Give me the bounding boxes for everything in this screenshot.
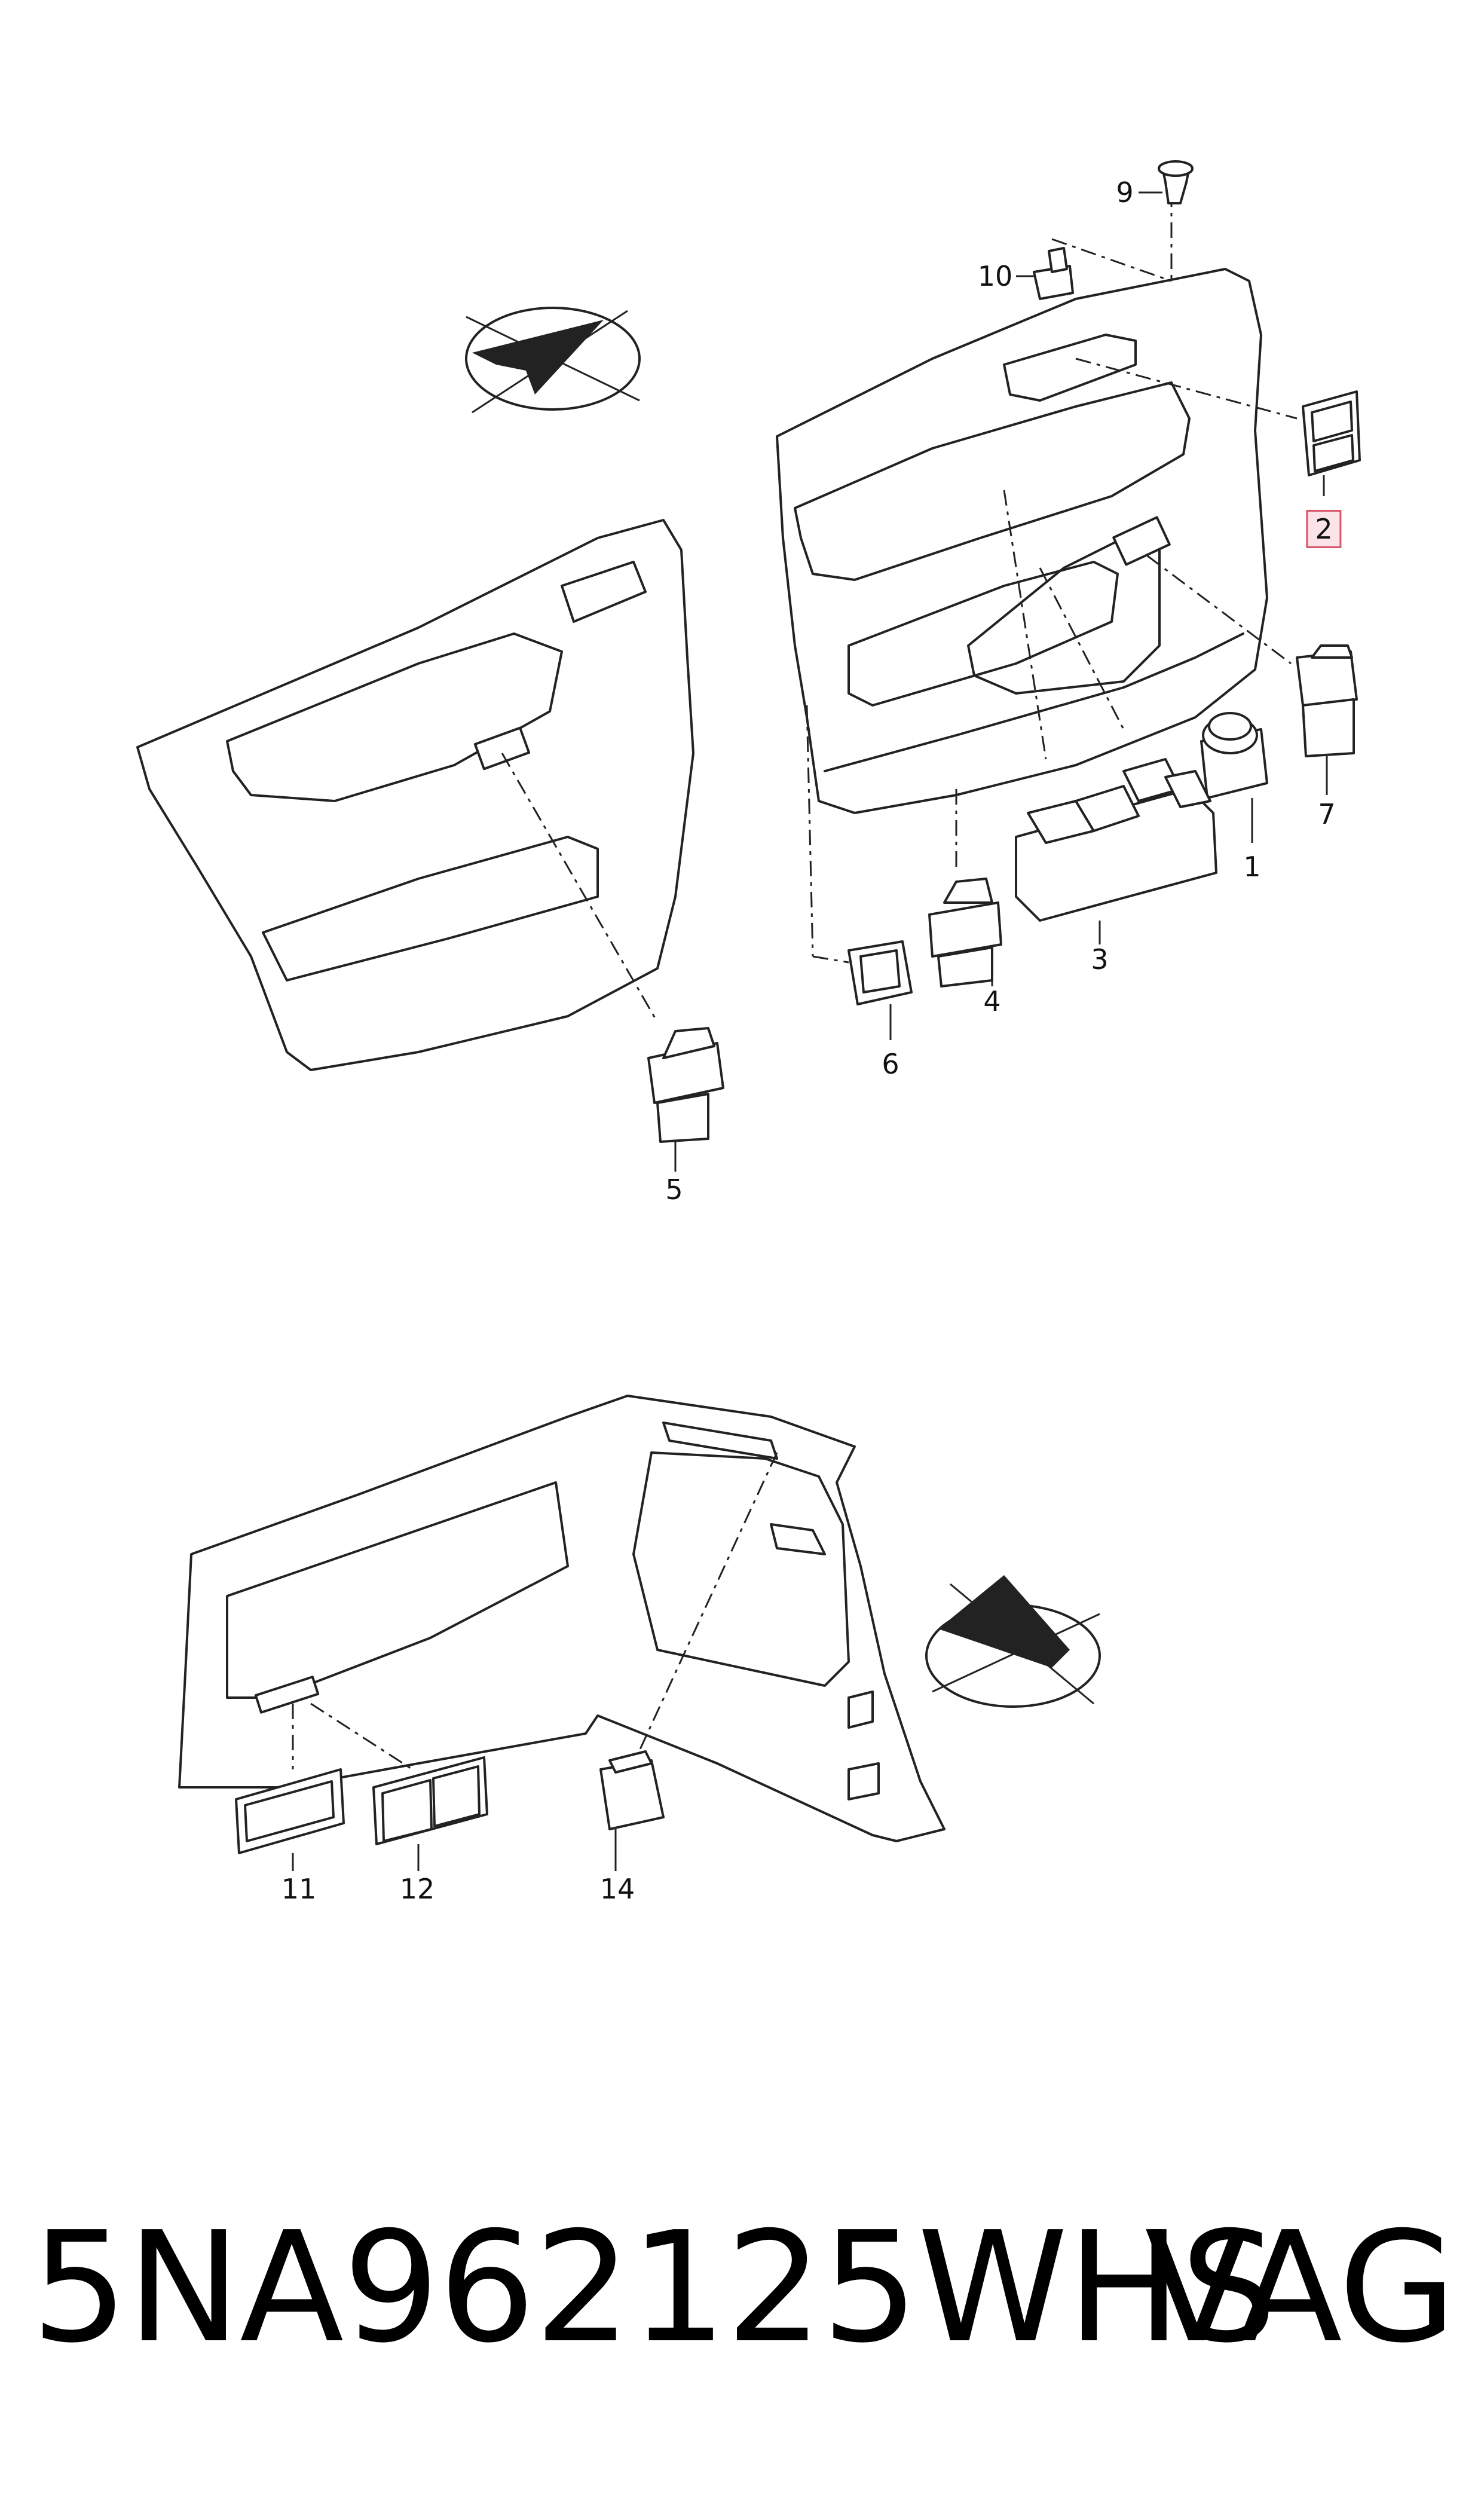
- footer: 5NA962125WHS VAG: [0, 2176, 1484, 2427]
- part-10-retainer: [1016, 247, 1074, 300]
- part-2-switch: [1302, 390, 1361, 496]
- part-3-switch-block: [1015, 758, 1217, 944]
- front-door-panel: [776, 268, 1268, 814]
- callout-10: 10: [977, 260, 1013, 292]
- callout-9: 9: [1116, 176, 1134, 209]
- part-1-mirror-switch: [1200, 712, 1268, 843]
- part-14-connector: [599, 1750, 665, 1871]
- callout-7: 7: [1318, 798, 1336, 830]
- callout-2-highlighted: 2: [1306, 510, 1342, 548]
- part-6-switch: [847, 940, 913, 1040]
- brand-name: VAG: [1145, 2199, 1457, 2377]
- callout-11: 11: [281, 1873, 317, 1905]
- parts-diagram: 1 2 3 4 5 6 7 9 10 11 12 14: [136, 160, 1361, 1905]
- callout-6: 6: [882, 1048, 899, 1080]
- callout-14: 14: [599, 1873, 635, 1905]
- callout-5: 5: [665, 1173, 683, 1206]
- part-7-window-switch: [1296, 644, 1358, 795]
- leader-lines-rear: [292, 1452, 778, 1771]
- callout-4: 4: [983, 985, 1001, 1017]
- part-number: 5NA962125WHS: [31, 2199, 1277, 2377]
- part-9-clip: [1139, 160, 1194, 204]
- part-11-button: [235, 1768, 345, 1871]
- part-4-window-switch: [928, 878, 1002, 988]
- callout-1: 1: [1243, 851, 1261, 883]
- part-12-button: [372, 1756, 488, 1871]
- orientation-compass-front: [465, 307, 641, 414]
- orientation-compass-rear: [925, 1575, 1101, 1708]
- rear-trim-panel: [178, 1395, 946, 1842]
- callout-12: 12: [399, 1873, 435, 1905]
- callout-3: 3: [1091, 943, 1109, 976]
- part-5-window-switch: [647, 1027, 724, 1172]
- leader-lines: [501, 191, 1298, 1023]
- rear-door-panel: [136, 519, 694, 1071]
- exploded-view-drawing: [136, 160, 1361, 1871]
